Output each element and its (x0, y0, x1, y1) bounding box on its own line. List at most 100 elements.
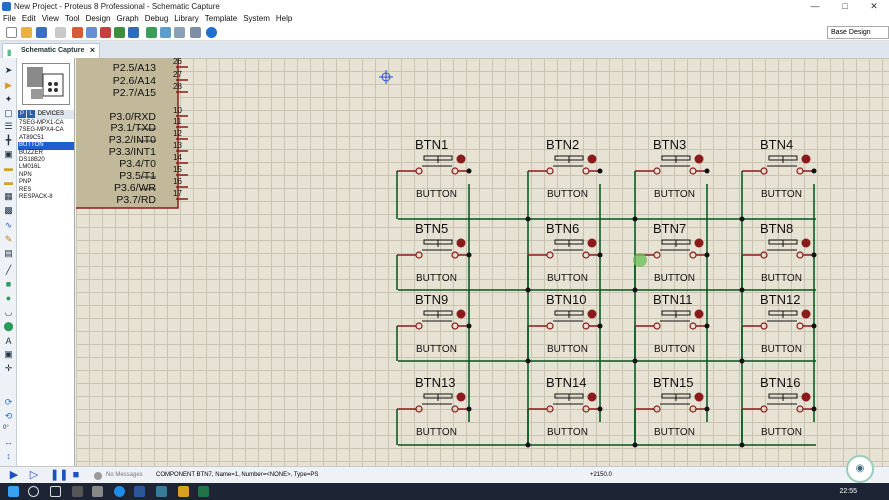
bom-icon[interactable] (146, 27, 157, 38)
schematic-icon[interactable] (86, 27, 97, 38)
menu-graph[interactable]: Graph (116, 14, 139, 23)
search-icon[interactable] (28, 486, 39, 497)
menu-debug[interactable]: Debug (144, 14, 169, 23)
clock: 22:55 (839, 488, 857, 495)
device-item[interactable]: 7SEG-MPX1-CA (19, 120, 64, 126)
graph-icon[interactable]: ▦ (4, 191, 13, 201)
menu-file[interactable]: File (3, 14, 16, 23)
taskbar-app-icon[interactable] (72, 486, 83, 497)
symbol-icon[interactable]: ▣ (4, 349, 13, 359)
new-file-icon[interactable] (6, 27, 17, 38)
home-icon[interactable] (72, 27, 83, 38)
terminal-icon[interactable]: ▬ (4, 163, 13, 173)
menu-design[interactable]: Design (85, 14, 111, 23)
junction-icon[interactable]: ✦ (4, 94, 13, 104)
menu-help[interactable]: Help (275, 14, 293, 23)
tape-recorder-icon[interactable]: ▩ (4, 205, 13, 215)
status-messages[interactable]: No Messages (106, 472, 143, 478)
menu-template[interactable]: Template (204, 14, 238, 23)
library-manager-button[interactable]: L (27, 110, 35, 118)
button-type-label: BUTTON (654, 189, 695, 200)
pick-devices-button[interactable]: P (18, 110, 26, 118)
design-explorer-icon[interactable] (174, 27, 185, 38)
pause-icon[interactable]: ❚❚ (50, 469, 69, 481)
left-toolbox: ➤ ▶ ✦ ▢ ☰ ╋ ▣ ▬ ▬ ▦ ▩ ∿ ✎ ▤ ╱ ■ ● ◡ ⬤ A … (0, 58, 17, 466)
settings-icon[interactable] (190, 27, 201, 38)
floating-action-icon[interactable]: ◉ (846, 455, 874, 483)
play-icon[interactable]: ▶ (9, 469, 19, 481)
rotate-anticlockwise-icon[interactable]: ⟲ (4, 411, 13, 421)
rotate-clockwise-icon[interactable]: ⟳ (4, 397, 13, 407)
pcb-icon[interactable] (100, 27, 111, 38)
junction-dot (632, 358, 638, 364)
maximize-button[interactable]: □ (842, 1, 848, 11)
open-folder-icon[interactable] (21, 27, 32, 38)
help-icon[interactable] (206, 27, 217, 38)
menu-view[interactable]: View (41, 14, 59, 23)
menu-system[interactable]: System (243, 14, 270, 23)
windows-start-icon[interactable] (8, 486, 19, 497)
menu-edit[interactable]: Edit (21, 14, 36, 23)
rotation-angle[interactable]: 0° (3, 425, 9, 431)
wire-label-icon[interactable]: ▢ (4, 108, 13, 118)
device-item[interactable]: PNP (19, 179, 32, 186)
source-code-icon[interactable] (160, 27, 171, 38)
button-type-label: BUTTON (761, 273, 802, 284)
schematic-tab-icon: ▮ (7, 48, 12, 57)
close-button[interactable]: ✕ (870, 1, 878, 11)
text-script-icon[interactable]: ☰ (4, 121, 13, 131)
tab-close-icon[interactable]: × (89, 45, 95, 55)
junction-dot (466, 323, 472, 329)
close-project-icon[interactable] (55, 27, 66, 38)
word-icon[interactable] (134, 486, 145, 497)
menu-tool[interactable]: Tool (64, 14, 80, 23)
device-item[interactable]: NPN (19, 171, 32, 178)
excel-icon[interactable] (198, 486, 209, 497)
mirror-horizontal-icon[interactable]: ↔ (4, 437, 13, 447)
tab-schematic-capture[interactable]: ▮ Schematic Capture × (2, 43, 100, 58)
task-view-icon[interactable] (50, 486, 61, 497)
mcu-pin-name: P2.6/A14 (113, 75, 156, 87)
subcircuit-icon[interactable]: ▣ (4, 149, 13, 159)
junction-dot (739, 216, 745, 222)
line-icon[interactable]: ╱ (5, 265, 12, 275)
taskbar-app-icon[interactable] (92, 486, 103, 497)
device-item-selected[interactable]: BUTTON (18, 142, 74, 150)
virtual-instrument-icon[interactable]: ▤ (4, 248, 13, 258)
device-item[interactable]: DS18B20 (19, 157, 45, 164)
browser-icon[interactable] (114, 486, 125, 497)
path-icon[interactable]: ⬤ (3, 321, 14, 331)
text-icon[interactable]: A (5, 336, 12, 346)
gerber-icon[interactable] (114, 27, 125, 38)
box-icon[interactable]: ■ (5, 279, 12, 289)
voltage-probe-icon[interactable]: ✎ (4, 234, 13, 244)
minimize-button[interactable]: — (810, 1, 820, 11)
menu-library[interactable]: Library (174, 14, 199, 23)
proteus-taskbar-icon[interactable] (156, 486, 167, 497)
device-pin-icon[interactable]: ▬ (4, 177, 13, 187)
device-item[interactable]: AT89C51 (19, 134, 44, 141)
component-mode-icon[interactable]: ▶ (5, 80, 12, 90)
button-contact (689, 322, 697, 330)
window-title: New Project - Proteus 8 Professional - S… (14, 2, 220, 11)
device-item[interactable]: RESPACK-8 (19, 194, 53, 201)
circle-icon[interactable]: ● (5, 293, 12, 303)
selection-mode-icon[interactable]: ➤ (4, 65, 13, 75)
mirror-vertical-icon[interactable]: ↕ (6, 451, 11, 461)
device-item[interactable]: LM016L (19, 164, 41, 171)
junction-dot (704, 323, 710, 329)
save-icon[interactable] (36, 27, 47, 38)
device-item[interactable]: BUZZER (19, 149, 43, 156)
bus-icon[interactable]: ╋ (5, 135, 12, 145)
arc-icon[interactable]: ◡ (4, 307, 13, 317)
marker-icon[interactable]: ✛ (4, 363, 13, 373)
folder-icon[interactable] (178, 486, 189, 497)
step-icon[interactable]: ▷ (29, 469, 39, 481)
device-item[interactable]: 7SEG-MPX4-CA (19, 127, 64, 134)
design-select[interactable]: Base Design (827, 26, 889, 39)
generator-icon[interactable]: ∿ (4, 220, 13, 230)
stop-icon[interactable]: ■ (72, 469, 80, 481)
device-item[interactable]: RES (19, 186, 32, 193)
3d-view-icon[interactable] (128, 27, 139, 38)
